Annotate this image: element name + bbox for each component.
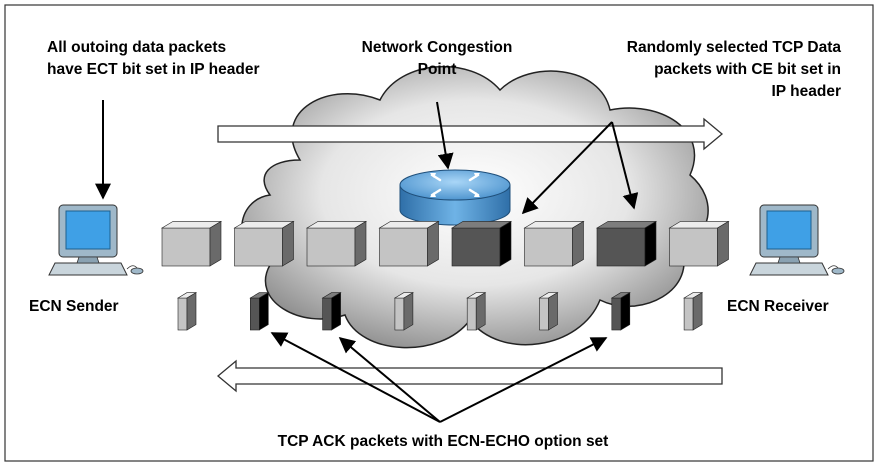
sender-computer-icon bbox=[48, 204, 144, 276]
random-line2: packets with CE bit set in bbox=[654, 61, 841, 78]
ack-flow-arrow bbox=[216, 359, 723, 393]
data-packet bbox=[378, 220, 440, 267]
data-flow-arrow bbox=[217, 117, 724, 151]
ecn-echo-ack-packet bbox=[321, 292, 342, 331]
data-packet-row bbox=[160, 220, 730, 267]
router-icon bbox=[399, 169, 511, 226]
data-packet bbox=[233, 220, 295, 267]
ecn-echo-ack-packet bbox=[610, 292, 631, 331]
data-packet bbox=[523, 220, 585, 267]
ack-packet bbox=[683, 292, 704, 331]
data-packet bbox=[160, 220, 223, 267]
ce-marked-data-packet bbox=[450, 220, 513, 267]
ack-packet-row bbox=[176, 292, 704, 331]
ack-packet bbox=[466, 292, 487, 331]
receiver-label: ECN Receiver bbox=[727, 298, 829, 315]
ack-note: TCP ACK packets with ECN-ECHO option set bbox=[278, 433, 609, 450]
ack-packet bbox=[538, 292, 559, 331]
ce-arrow-1 bbox=[521, 121, 613, 215]
sender-note-line1: All outoing data packets bbox=[47, 39, 226, 56]
receiver-computer-icon bbox=[749, 204, 845, 276]
ack-arrow-1 bbox=[270, 332, 441, 423]
labels: All outoing data packets have ECT bit se… bbox=[29, 39, 841, 450]
sender-note-line2: have ECT bit set in IP header bbox=[47, 61, 259, 78]
random-line3: IP header bbox=[771, 83, 841, 100]
sender-label: ECN Sender bbox=[29, 298, 119, 315]
congestion-line1: Network Congestion bbox=[362, 39, 513, 56]
pointer-arrows bbox=[95, 100, 639, 423]
ack-packet bbox=[176, 292, 198, 331]
data-packet bbox=[305, 220, 368, 267]
ce-arrow-2 bbox=[611, 121, 639, 210]
data-packet bbox=[668, 220, 730, 267]
random-line1: Randomly selected TCP Data bbox=[627, 39, 842, 56]
congestion-arrow bbox=[436, 101, 454, 170]
congestion-line2: Point bbox=[418, 61, 457, 78]
ack-arrow-2 bbox=[338, 336, 441, 423]
ack-packet bbox=[393, 292, 414, 331]
ack-arrow-3 bbox=[439, 337, 608, 423]
ecn-echo-ack-packet bbox=[249, 292, 270, 331]
ce-marked-data-packet bbox=[595, 220, 658, 267]
